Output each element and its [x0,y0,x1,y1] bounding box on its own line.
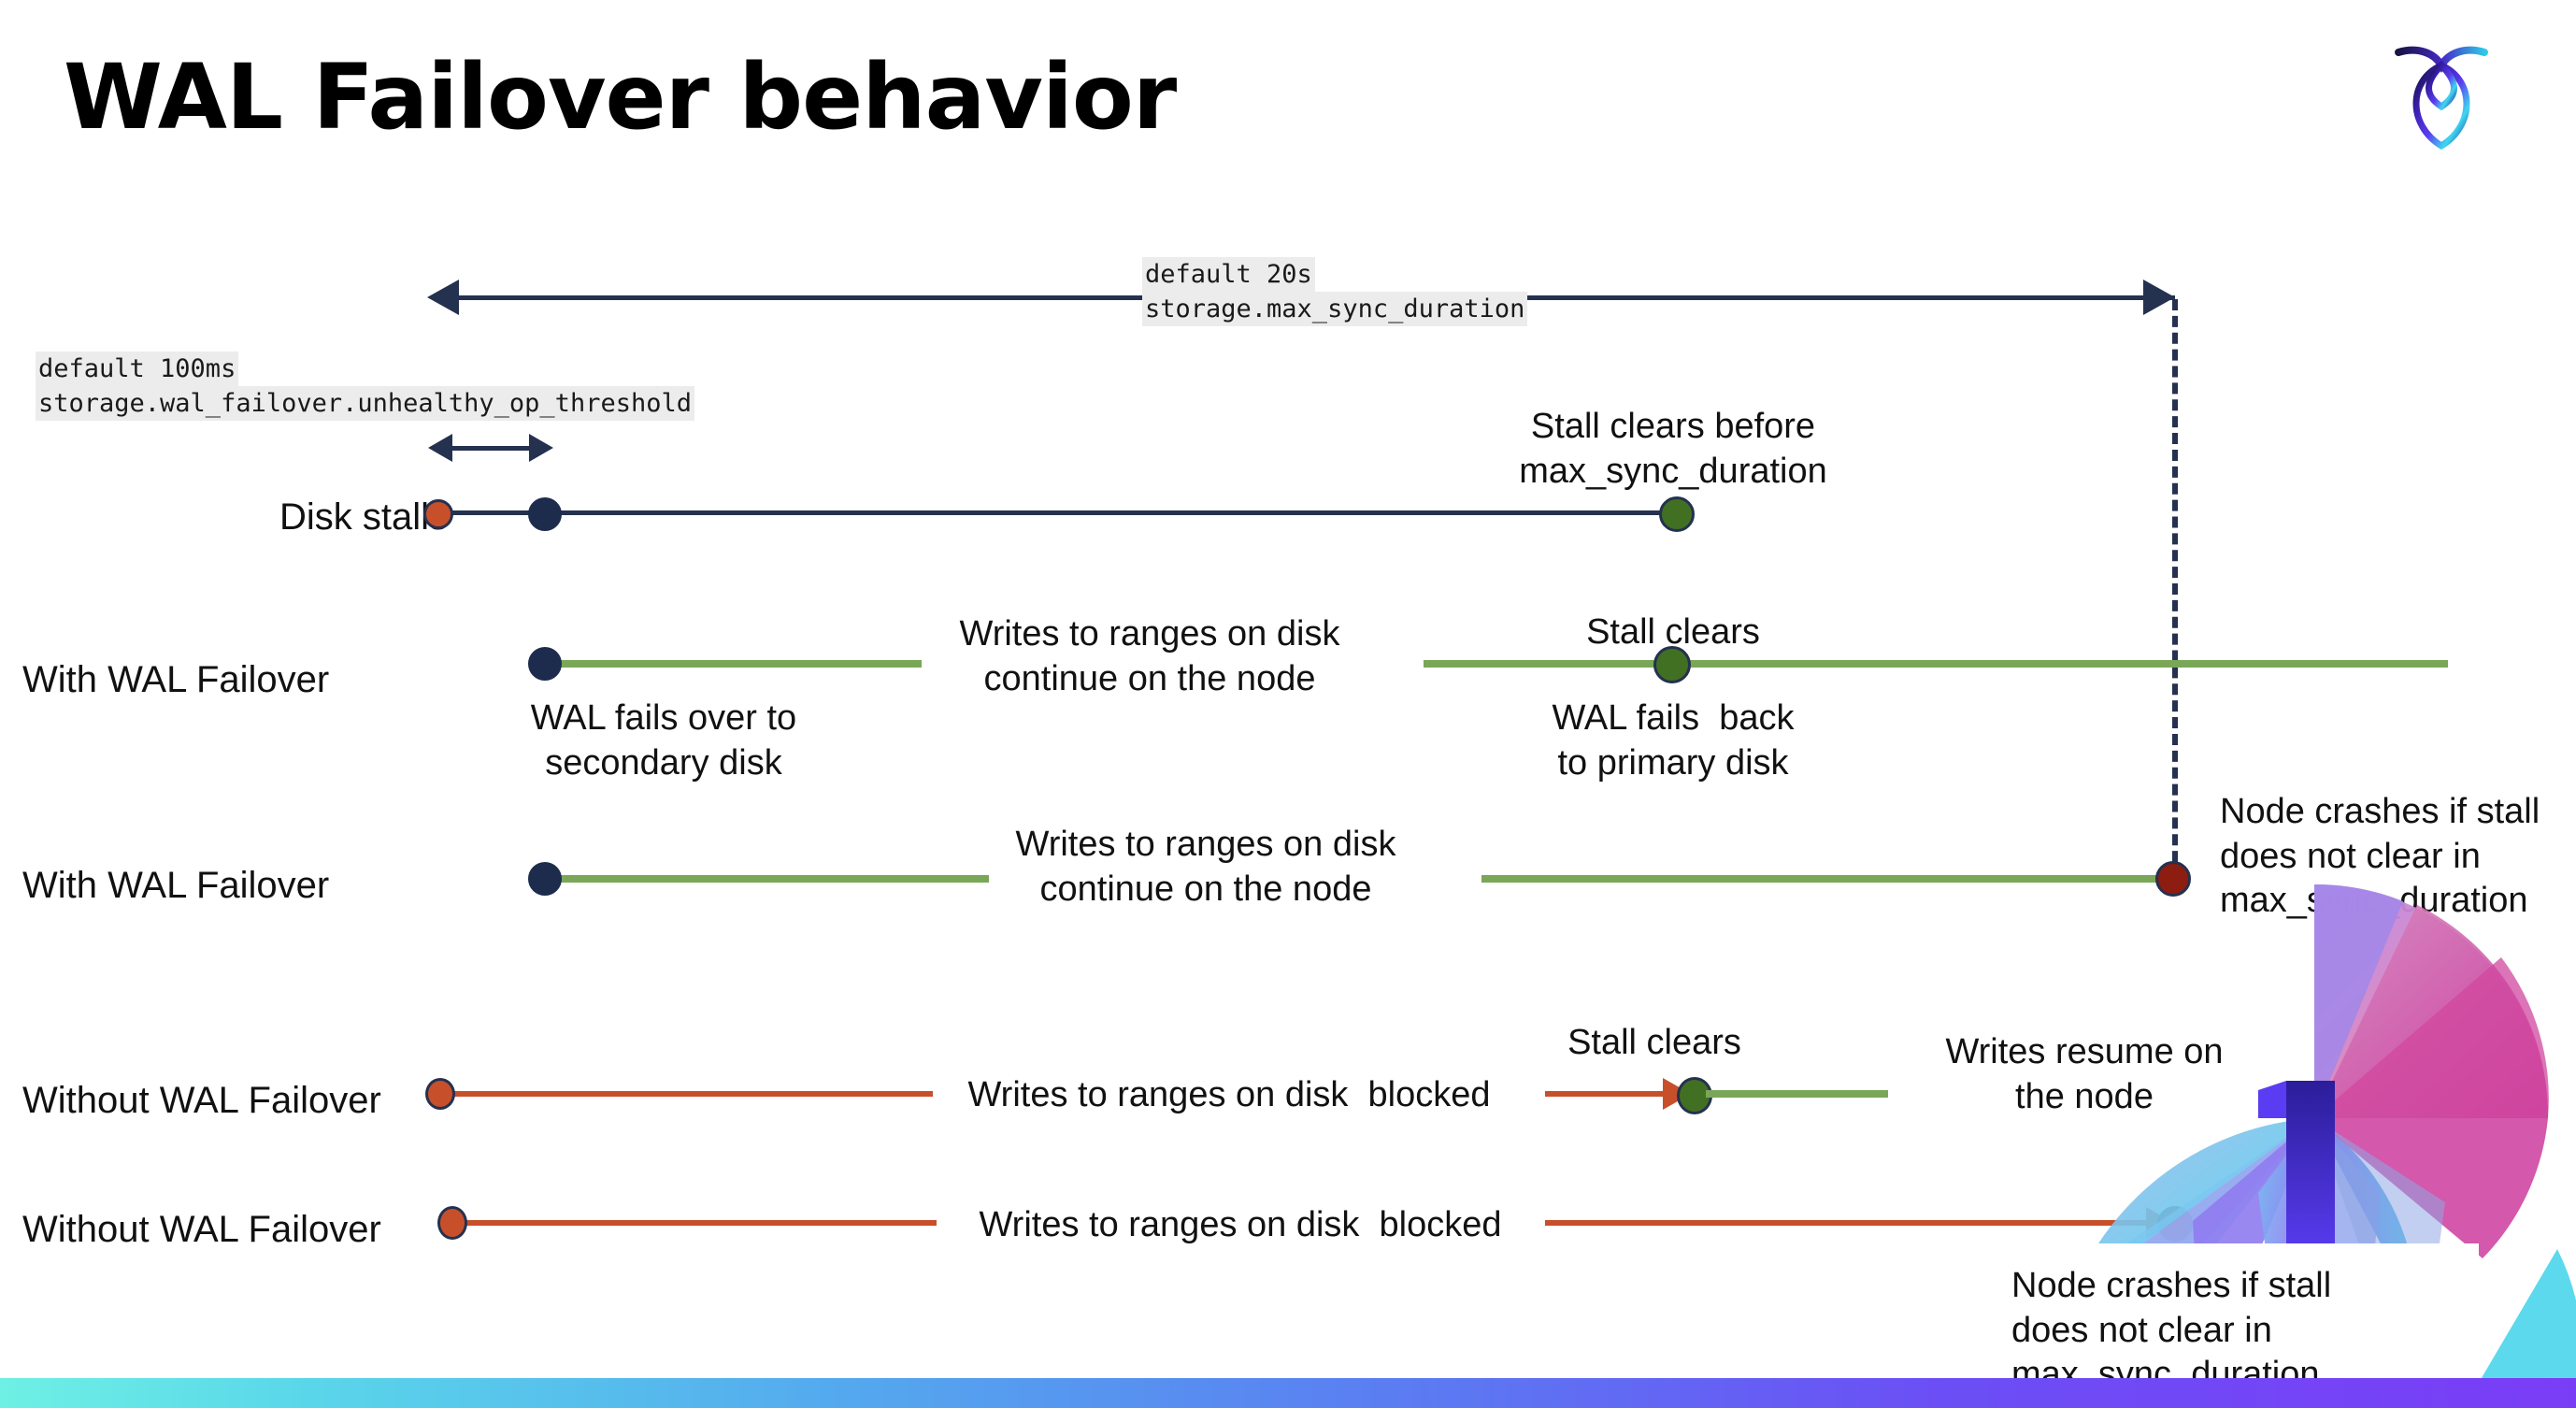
page-title: WAL Failover behavior [64,45,1177,150]
no-failover-crash-line-1 [460,1220,937,1226]
threshold-arrow-left-head [428,434,452,462]
no-failover-start-dot-1 [425,1078,455,1110]
cockroachdb-logo-icon [2385,28,2497,159]
no-failover-blocked-line-1b [1545,1091,1670,1097]
annotation-wal-fails-back: WAL fails back to primary disk [1552,698,1795,783]
unhealthy-op-threshold-setting: storage.wal_failover.unhealthy_op_thresh… [36,386,694,422]
no-failover-blocked-line-1 [447,1091,933,1097]
wal-failover-crash-green-segment-1 [550,875,989,883]
row-label-with-wal-failover-2: With WAL Failover [22,865,330,906]
no-failover-resume-green-2 [2288,1090,2451,1097]
annotation-stall-clears-1: Stall clears [1586,612,1760,652]
annotation-writes-continue-2: Writes to ranges on disk continue on the… [1015,825,1396,909]
annotation-stall-clears-before: Stall clears before max_sync_duration [1519,407,1827,491]
annotation-writes-blocked-2: Writes to ranges on disk blocked [979,1205,1502,1244]
unhealthy-op-threshold-default: default 100ms [36,352,239,387]
wal-failover-start-dot-2 [528,862,562,896]
node-crash-callout-card [1955,1243,2479,1380]
annotation-wal-fails-over: WAL fails over to secondary disk [530,698,797,783]
max-sync-duration-callout: default 20s storage.max_sync_duration [1142,257,1528,327]
max-sync-arrow-right-head [2143,280,2175,315]
disk-stall-start-dot [423,499,453,529]
no-failover-start-dot-2 [437,1206,467,1240]
no-failover-resume-green-1 [1706,1090,1888,1098]
max-sync-duration-setting: storage.max_sync_duration [1142,292,1528,327]
node-crash-dot-1 [2155,861,2191,897]
annotation-node-crashes-2: Node crashes if stall does not clear in … [2011,1266,2332,1394]
wal-failover-green-segment-1 [550,660,922,668]
disk-stall-clear-dot [1659,496,1695,532]
annotation-writes-blocked-1: Writes to ranges on disk blocked [967,1075,1491,1114]
row-label-without-wal-failover-1: Without WAL Failover [22,1080,381,1121]
max-sync-duration-guideline [2172,299,2178,879]
node-crash-dot-2 [2157,1206,2193,1242]
threshold-arrow-right-head [529,434,553,462]
no-failover-crash-line-2 [1545,1220,2154,1226]
wal-failover-stall-clear-dot [1653,646,1691,683]
annotation-stall-clears-2: Stall clears [1567,1023,1741,1062]
max-sync-arrow-left-head [427,280,459,315]
unhealthy-op-threshold-callout: default 100ms storage.wal_failover.unhea… [36,352,694,422]
row-label-without-wal-failover-2: Without WAL Failover [22,1209,381,1250]
wal-failover-green-segment-2 [1424,660,2448,668]
row-label-with-wal-failover-1: With WAL Failover [22,659,330,700]
annotation-writes-resume: Writes resume on the node [1945,1032,2224,1116]
threshold-arrow-shaft [451,446,529,451]
wal-failover-start-dot-1 [528,647,562,681]
annotation-writes-continue-1: Writes to ranges on disk continue on the… [959,614,1340,698]
disk-stall-failover-dot [528,497,562,531]
max-sync-duration-default: default 20s [1142,257,1315,293]
row-label-disk-stalls: Disk stalls [279,496,448,538]
disk-stalls-timeline [443,510,1677,515]
wal-failover-crash-green-segment-2 [1481,875,2182,883]
annotation-node-crashes-1: Node crashes if stall does not clear in … [2220,792,2540,920]
bottom-gradient-bar [0,1378,2576,1408]
